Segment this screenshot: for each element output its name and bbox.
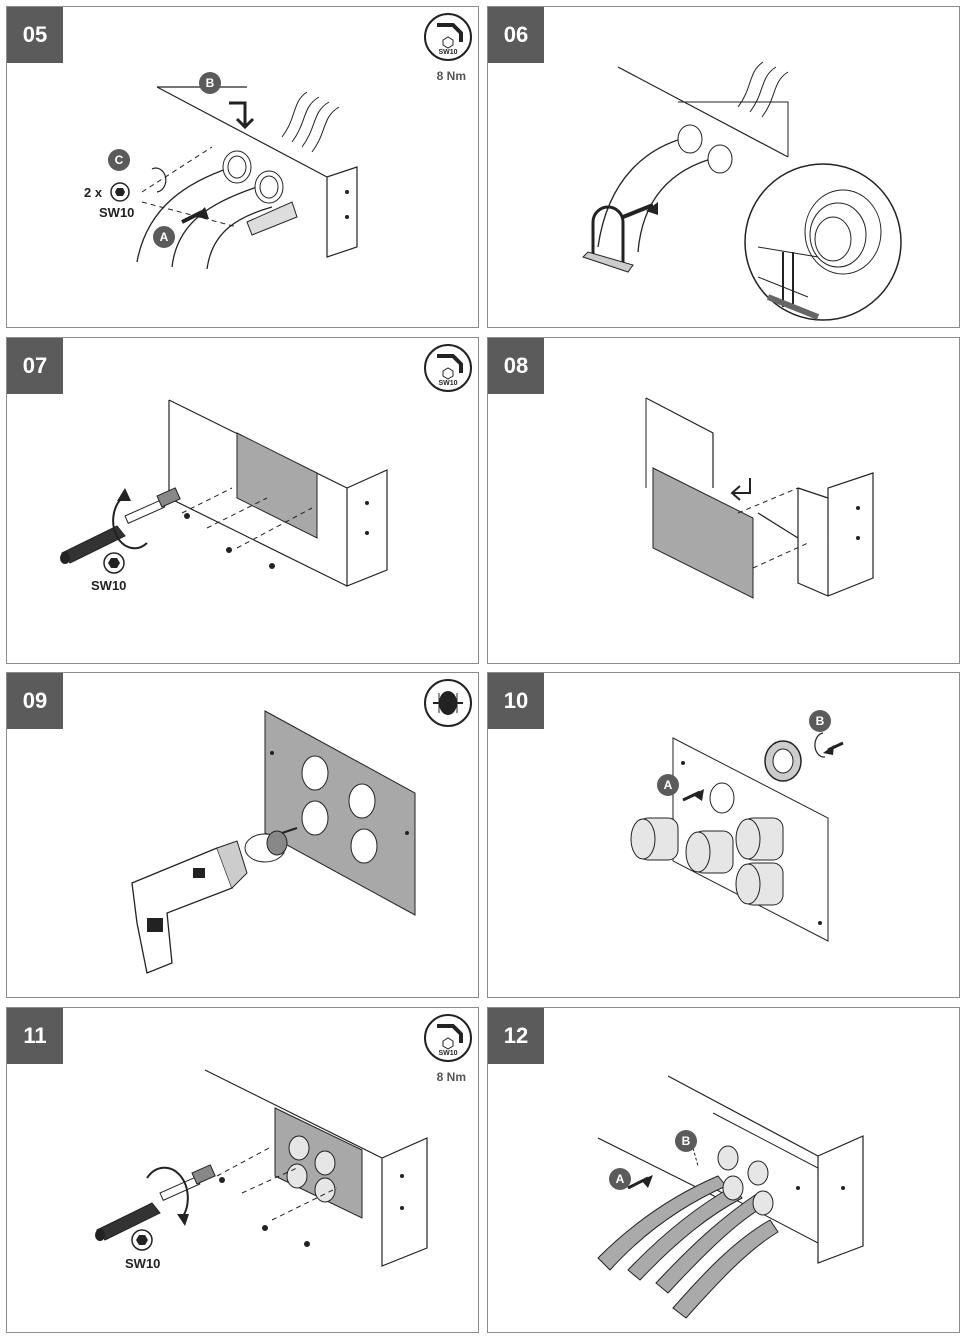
svg-text:B: B	[816, 714, 825, 728]
step-10-panel: 10 A B	[487, 672, 960, 998]
step-07-panel: 07 SW10 SW10	[6, 337, 479, 664]
step-12-panel: 12 A B	[487, 1007, 960, 1333]
step-number: 06	[488, 7, 544, 63]
step-11-panel: 11 SW10 8 Nm SW10	[6, 1007, 479, 1333]
svg-text:B: B	[206, 76, 215, 90]
svg-text:A: A	[616, 1172, 625, 1186]
step-number: 10	[488, 673, 544, 729]
svg-text:SW10: SW10	[438, 380, 457, 387]
cable-gland	[630, 817, 679, 861]
torque-value: 8 Nm	[436, 69, 466, 83]
step-08-illustration	[645, 397, 874, 599]
torque-value: 8 Nm	[436, 1070, 466, 1084]
svg-text:SW10: SW10	[125, 1256, 160, 1271]
step-12-illustration: A B	[597, 1075, 864, 1319]
svg-text:SW10: SW10	[91, 578, 126, 593]
step-11-illustration: SW10	[95, 1069, 428, 1271]
step-09-illustration	[131, 710, 416, 974]
svg-text:SW10: SW10	[438, 49, 457, 56]
step-05-illustration: A B C 2 x SW10	[84, 72, 358, 270]
hex-key-icon: SW10	[424, 344, 472, 392]
step-08-panel: 08	[487, 337, 960, 664]
svg-text:C: C	[115, 153, 124, 167]
step-09-panel: 09	[6, 672, 479, 998]
step-number: 11	[7, 1008, 63, 1064]
svg-text:A: A	[160, 230, 169, 244]
hex-key-icon: SW10	[424, 13, 472, 61]
svg-text:A: A	[664, 778, 673, 792]
step-05-panel: 05 SW10 8 Nm A B C	[6, 6, 479, 328]
step-number: 08	[488, 338, 544, 394]
hole-saw-icon	[424, 679, 472, 727]
step-06-panel: 06	[487, 6, 960, 328]
svg-text:SW10: SW10	[438, 1050, 457, 1057]
hex-key-icon: SW10	[424, 1014, 472, 1062]
step-number: 09	[7, 673, 63, 729]
step-10-illustration: A B	[630, 710, 844, 942]
step-07-illustration: SW10	[60, 399, 388, 593]
step-number: 12	[488, 1008, 544, 1064]
svg-text:SW10: SW10	[99, 205, 134, 220]
step-06-illustration	[582, 61, 902, 321]
svg-text:B: B	[682, 1134, 691, 1148]
svg-text:2 x: 2 x	[84, 185, 103, 200]
step-number: 05	[7, 7, 63, 63]
step-number: 07	[7, 338, 63, 394]
